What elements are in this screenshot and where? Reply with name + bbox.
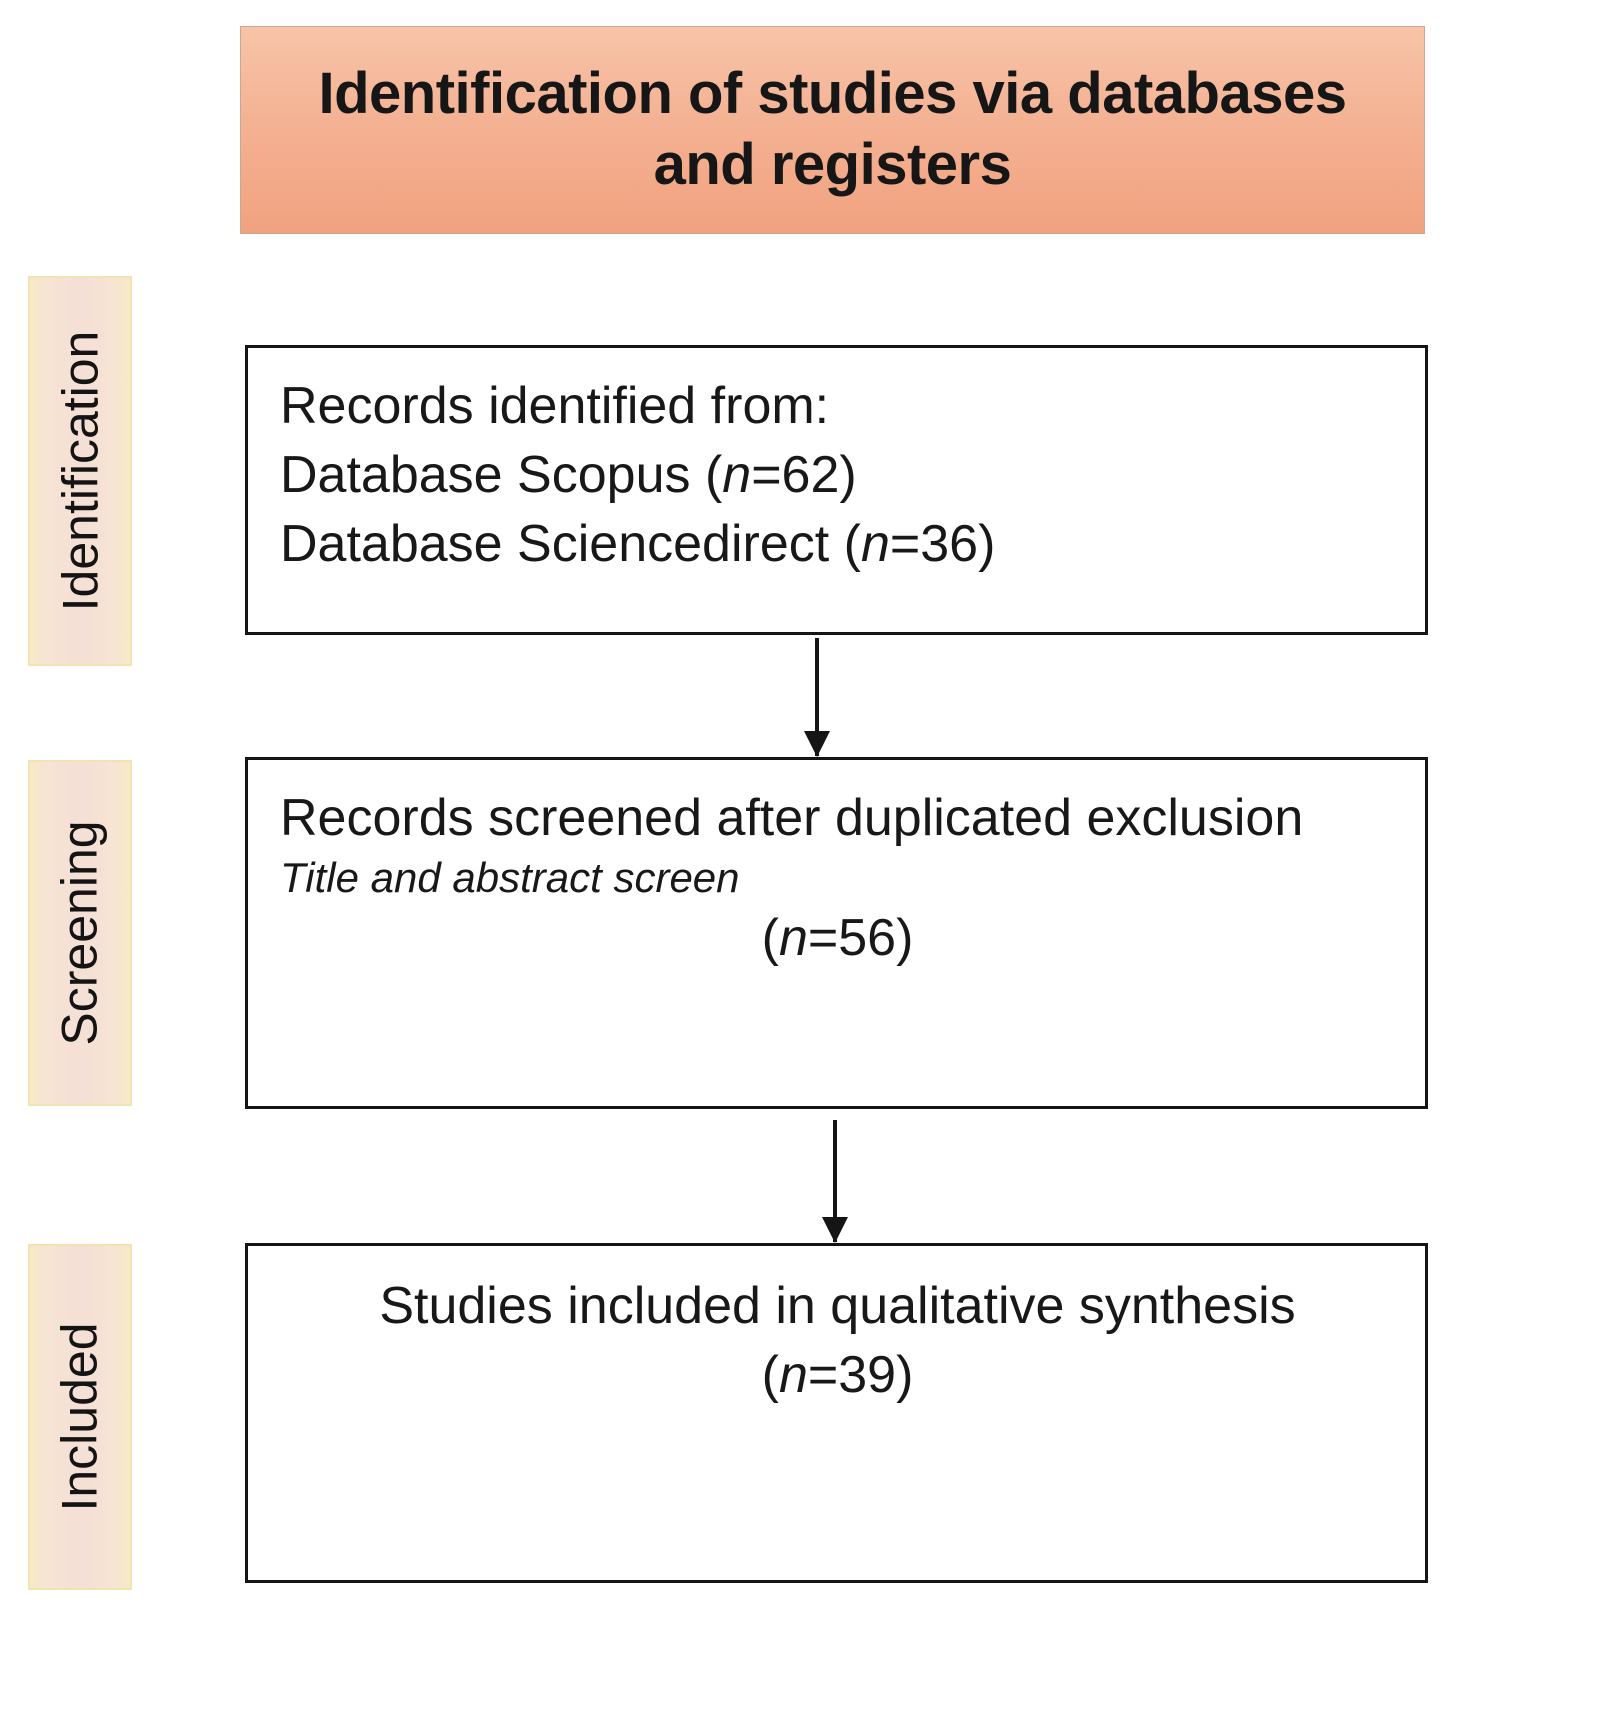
studies-included-count-prefix: ( bbox=[761, 1346, 779, 1405]
database-scopus-n-symbol: n bbox=[722, 446, 752, 505]
flow-box-identification: Records identified from: Database Scopus… bbox=[245, 345, 1428, 635]
stage-label-screening: Screening bbox=[28, 760, 132, 1106]
records-identified-from-label: Records identified from: bbox=[280, 377, 830, 435]
studies-included-count-value: =39) bbox=[807, 1346, 914, 1405]
database-scopus-value: =62) bbox=[751, 446, 857, 505]
diagram-header-banner: Identification of studies via databases … bbox=[240, 26, 1425, 234]
database-sciencedirect-line: Database Sciencedirect (n=36) bbox=[280, 510, 1395, 579]
arrow-screening-to-included bbox=[833, 1120, 837, 1242]
flow-box-included: Studies included in qualitative synthesi… bbox=[245, 1243, 1428, 1583]
studies-included-count: (n=39) bbox=[280, 1341, 1395, 1410]
stage-label-identification: Identification bbox=[28, 276, 132, 666]
diagram-title: Identification of studies via databases … bbox=[318, 61, 1347, 197]
flow-box-screening-content: Records screened after duplicated exclus… bbox=[248, 760, 1425, 989]
database-sciencedirect-prefix: Database Sciencedirect ( bbox=[280, 515, 861, 574]
studies-included-n-symbol: n bbox=[778, 1346, 808, 1405]
stage-label-identification-text: Identification bbox=[52, 330, 108, 612]
records-screened-count: (n=56) bbox=[280, 904, 1395, 973]
records-screened-count-value: =56) bbox=[807, 908, 914, 967]
database-scopus-line: Database Scopus (n=62) bbox=[280, 441, 1395, 510]
title-abstract-screen-note: Title and abstract screen bbox=[280, 854, 740, 902]
flow-box-included-content: Studies included in qualitative synthesi… bbox=[248, 1246, 1425, 1426]
database-sciencedirect-value: =36) bbox=[889, 515, 996, 574]
stage-label-screening-text: Screening bbox=[52, 820, 108, 1046]
arrow-identification-to-screening bbox=[815, 638, 819, 756]
records-screened-count-prefix: ( bbox=[761, 908, 779, 967]
stage-label-included: Included bbox=[28, 1244, 132, 1590]
database-scopus-prefix: Database Scopus ( bbox=[280, 446, 723, 505]
studies-included-label: Studies included in qualitative synthesi… bbox=[379, 1277, 1296, 1335]
flow-box-screening: Records screened after duplicated exclus… bbox=[245, 757, 1428, 1109]
flow-box-identification-content: Records identified from: Database Scopus… bbox=[248, 348, 1425, 595]
stage-label-included-text: Included bbox=[52, 1322, 109, 1512]
database-sciencedirect-n-symbol: n bbox=[860, 515, 890, 574]
records-screened-n-symbol: n bbox=[778, 908, 808, 967]
records-screened-label: Records screened after duplicated exclus… bbox=[280, 789, 1304, 847]
